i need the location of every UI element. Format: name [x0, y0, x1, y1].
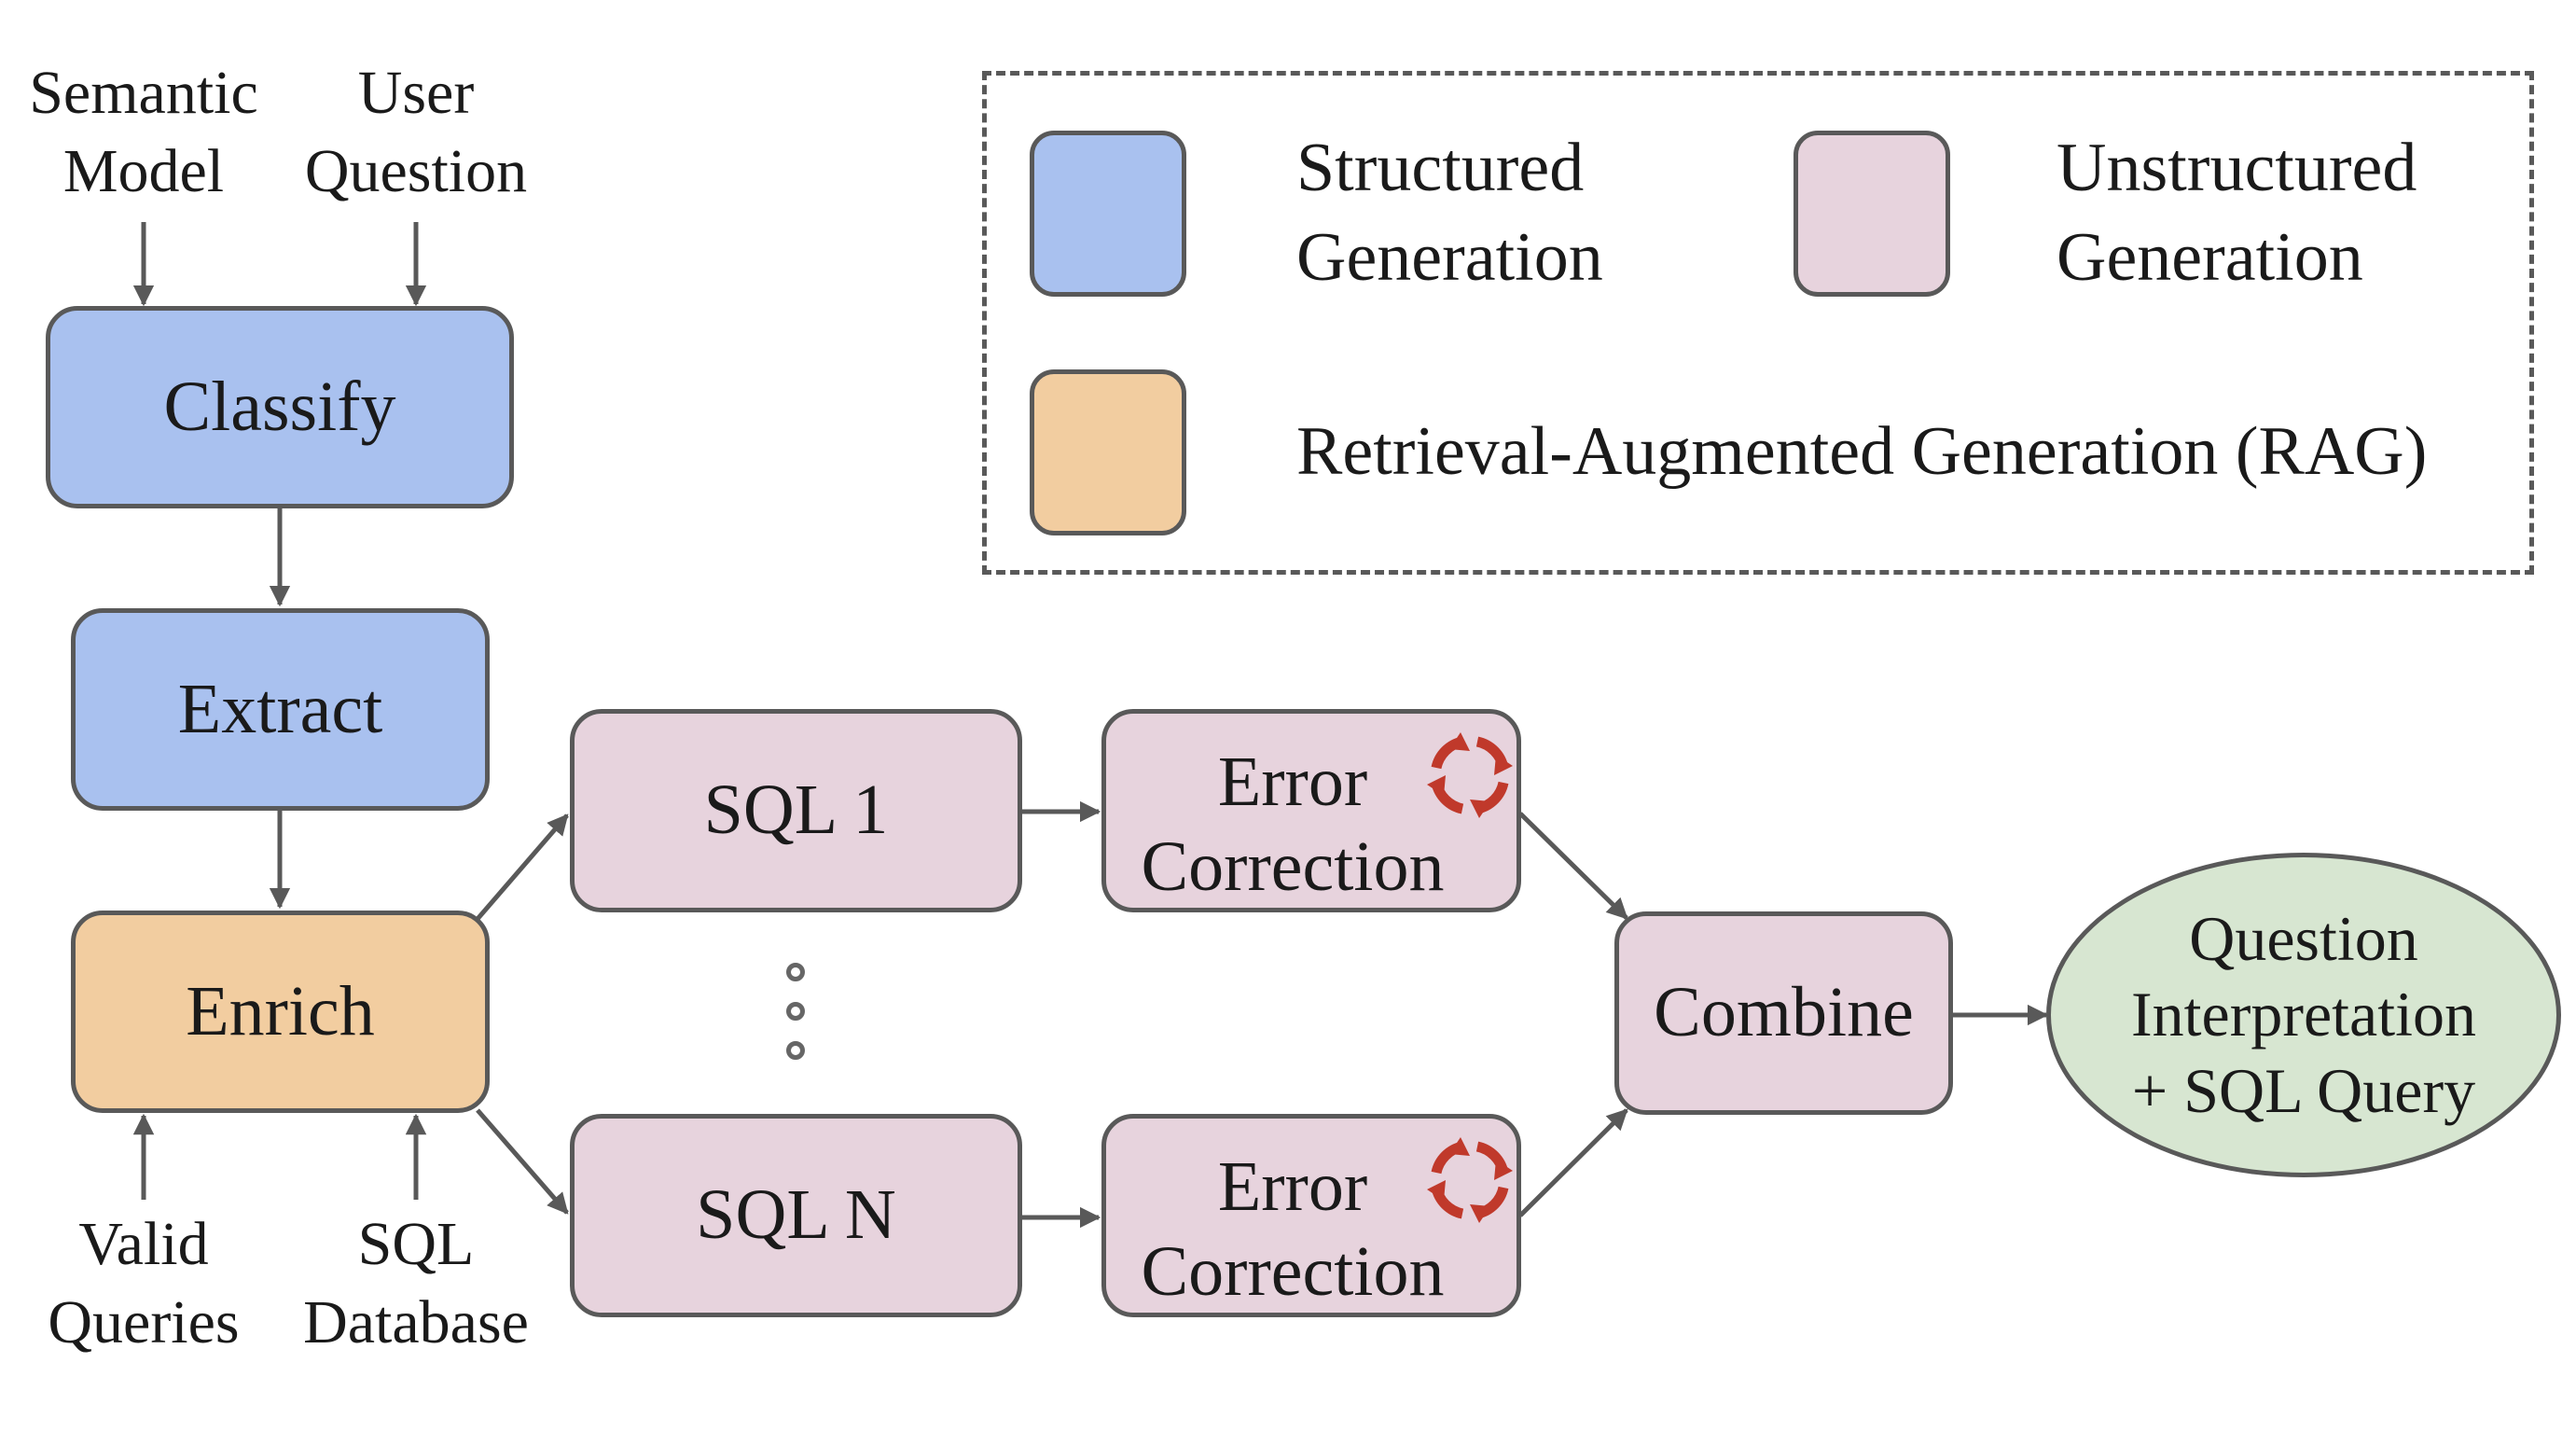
input-sql-database: SQL Database — [285, 1205, 547, 1362]
refresh-loop-icon — [1427, 1137, 1513, 1223]
node-error-correction-1: Error Correction — [1101, 709, 1521, 912]
node-sql-n: SQL N — [570, 1114, 1022, 1317]
input-sql-database-line2: Database — [303, 1288, 529, 1356]
node-extract: Extract — [71, 608, 490, 811]
node-sql-1: SQL 1 — [570, 709, 1022, 912]
input-valid-queries-line2: Queries — [48, 1288, 240, 1356]
ellipsis-dot-2 — [786, 1002, 805, 1021]
legend-label-structured: Structured Generation — [1296, 123, 1603, 302]
node-combine: Combine — [1614, 911, 1953, 1115]
input-sql-database-line1: SQL — [357, 1210, 475, 1278]
legend-label-unstructured-line2: Generation — [2057, 219, 2363, 296]
node-classify: Classify — [46, 306, 514, 508]
ellipsis-dot-3 — [786, 1041, 805, 1060]
node-error-correction-1-text: Error Correction — [1115, 740, 1470, 910]
node-output: Question Interpretation + SQL Query — [2046, 853, 2561, 1177]
node-output-line3: + SQL Query — [2131, 1054, 2476, 1126]
input-semantic-model: Semantic Model — [13, 54, 274, 211]
input-user-question-line1: User — [357, 59, 475, 127]
legend-swatch-rag — [1030, 369, 1186, 535]
input-user-question-line2: Question — [304, 137, 528, 205]
legend-swatch-structured — [1030, 131, 1186, 297]
ellipsis-dot-1 — [786, 963, 805, 981]
node-enrich-label: Enrich — [186, 971, 375, 1050]
node-classify-label: Classify — [163, 367, 396, 446]
input-semantic-model-line1: Semantic — [29, 59, 258, 127]
arrow-enrich-to-sql1 — [476, 813, 569, 921]
node-combine-label: Combine — [1654, 973, 1914, 1052]
node-error-correction-1-line1: Error — [1217, 743, 1368, 821]
node-error-correction-n: Error Correction — [1101, 1114, 1521, 1317]
node-output-text: Question Interpretation + SQL Query — [2131, 901, 2476, 1130]
legend-label-structured-line1: Structured — [1296, 130, 1585, 206]
node-sql-1-label: SQL 1 — [703, 771, 889, 850]
legend-label-rag-text: Retrieval-Augmented Generation (RAG) — [1296, 413, 2428, 490]
legend-label-structured-line2: Generation — [1296, 219, 1603, 296]
input-valid-queries-line1: Valid — [78, 1210, 209, 1278]
node-enrich: Enrich — [71, 911, 490, 1113]
node-extract-label: Extract — [177, 669, 383, 748]
arrow-correctionn-to-combine — [1518, 1108, 1628, 1217]
legend-swatch-unstructured — [1794, 131, 1950, 297]
legend-label-unstructured: Unstructured Generation — [2057, 123, 2417, 302]
node-output-line2: Interpretation — [2130, 979, 2477, 1050]
legend-label-unstructured-line1: Unstructured — [2057, 130, 2417, 206]
input-user-question: User Question — [285, 54, 547, 211]
node-error-correction-1-line2: Correction — [1141, 827, 1445, 907]
input-valid-queries: Valid Queries — [13, 1205, 274, 1362]
node-error-correction-n-text: Error Correction — [1115, 1145, 1470, 1314]
refresh-loop-icon — [1427, 732, 1513, 818]
node-output-line1: Question — [2189, 902, 2418, 974]
node-error-correction-n-line1: Error — [1217, 1147, 1368, 1226]
input-semantic-model-line2: Model — [62, 137, 225, 205]
arrow-enrich-to-sqln — [476, 1108, 569, 1215]
legend — [982, 71, 2534, 575]
legend-label-rag: Retrieval-Augmented Generation (RAG) — [1296, 407, 2427, 496]
node-sql-n-label: SQL N — [696, 1175, 896, 1255]
arrow-correction1-to-combine — [1518, 812, 1628, 920]
node-error-correction-n-line2: Correction — [1141, 1232, 1445, 1312]
